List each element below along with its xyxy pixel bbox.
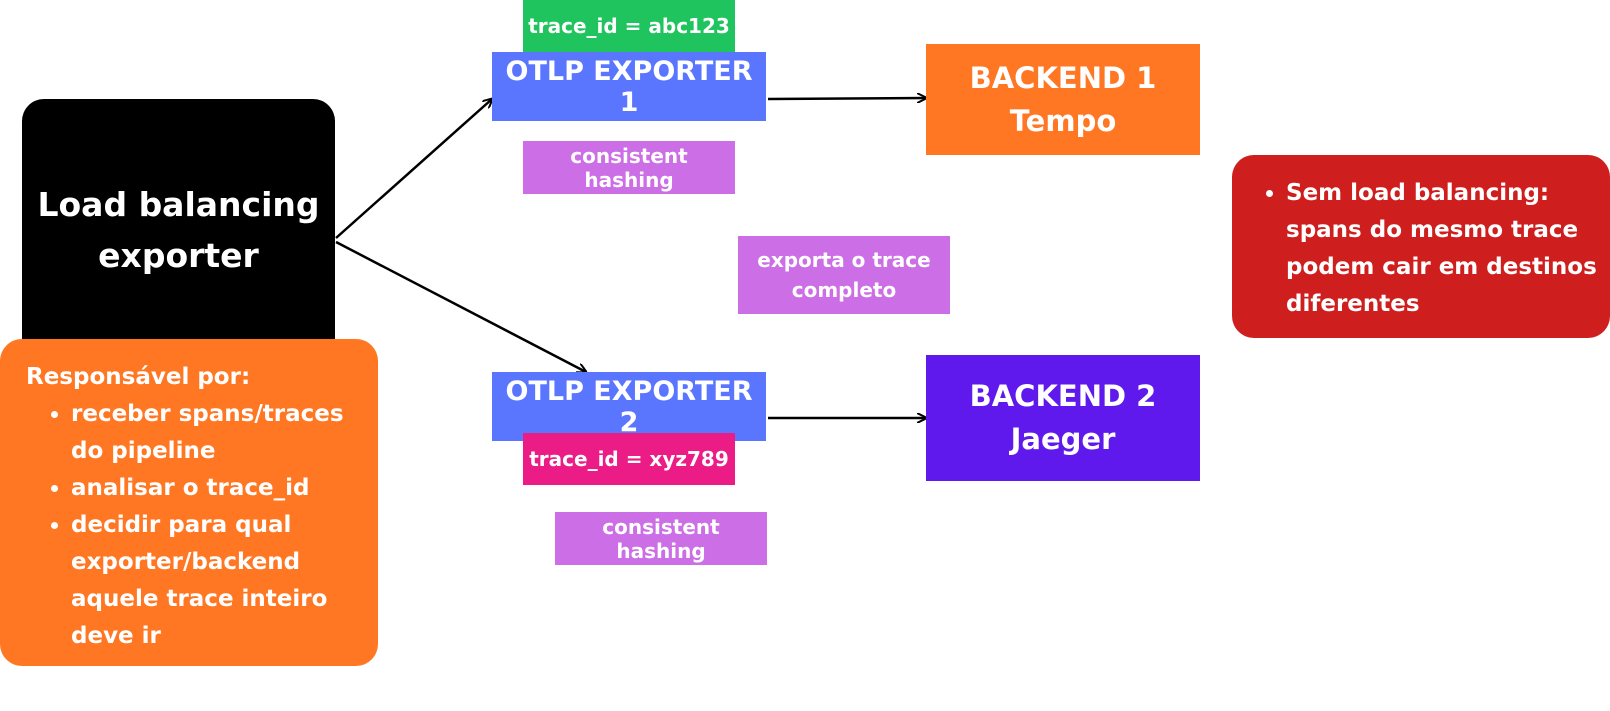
- trace-id-tag-1: trace_id = abc123: [523, 0, 735, 52]
- backend-1-label: BACKEND 1: [969, 60, 1157, 95]
- responsibility-item: decidir para qual exporter/backend aquel…: [71, 507, 360, 655]
- consistent-hashing-tag-1: consistent hashing: [523, 141, 735, 194]
- backend-2-box: BACKEND 2 Jaeger: [926, 355, 1200, 481]
- load-balancing-exporter-box: Load balancing exporter: [22, 99, 335, 367]
- responsibilities-heading: Responsável por:: [26, 364, 251, 390]
- export-complete-trace-tag: exporta o trace completo: [738, 236, 950, 314]
- backend-2-name: Jaeger: [1010, 422, 1116, 456]
- load-balancing-title-line-1: Load balancing: [37, 185, 320, 224]
- backend-1-name: Tempo: [1009, 103, 1117, 138]
- backend-2-label: BACKEND 2: [969, 379, 1157, 413]
- no-load-balancing-note-box: Sem load balancing: spans do mesmo trace…: [1232, 155, 1610, 338]
- note-item: Sem load balancing: spans do mesmo trace…: [1286, 175, 1600, 323]
- arrow-exporter-1-to-backend-1: [767, 98, 926, 99]
- note-list: Sem load balancing: spans do mesmo trace…: [1252, 175, 1600, 323]
- responsibilities-list: receber spans/traces do pipeline analisa…: [26, 396, 360, 655]
- export-note-line-1: exporta o trace: [757, 248, 931, 272]
- trace-id-tag-2: trace_id = xyz789: [523, 433, 735, 485]
- responsibility-item: receber spans/traces do pipeline: [71, 396, 360, 470]
- export-note-line-2: completo: [791, 278, 897, 302]
- backend-1-box: BACKEND 1 Tempo: [926, 44, 1200, 155]
- otlp-exporter-2-box: OTLP EXPORTER 2: [492, 372, 766, 441]
- arrow-lb-to-exporter-1: [335, 99, 492, 239]
- responsibility-item: analisar o trace_id: [71, 470, 360, 507]
- load-balancing-title-line-2: exporter: [98, 236, 259, 275]
- consistent-hashing-tag-2: consistent hashing: [555, 512, 767, 565]
- arrow-lb-to-exporter-2: [335, 240, 586, 372]
- responsibilities-box: Responsável por: receber spans/traces do…: [0, 339, 378, 666]
- otlp-exporter-1-box: OTLP EXPORTER 1: [492, 52, 766, 121]
